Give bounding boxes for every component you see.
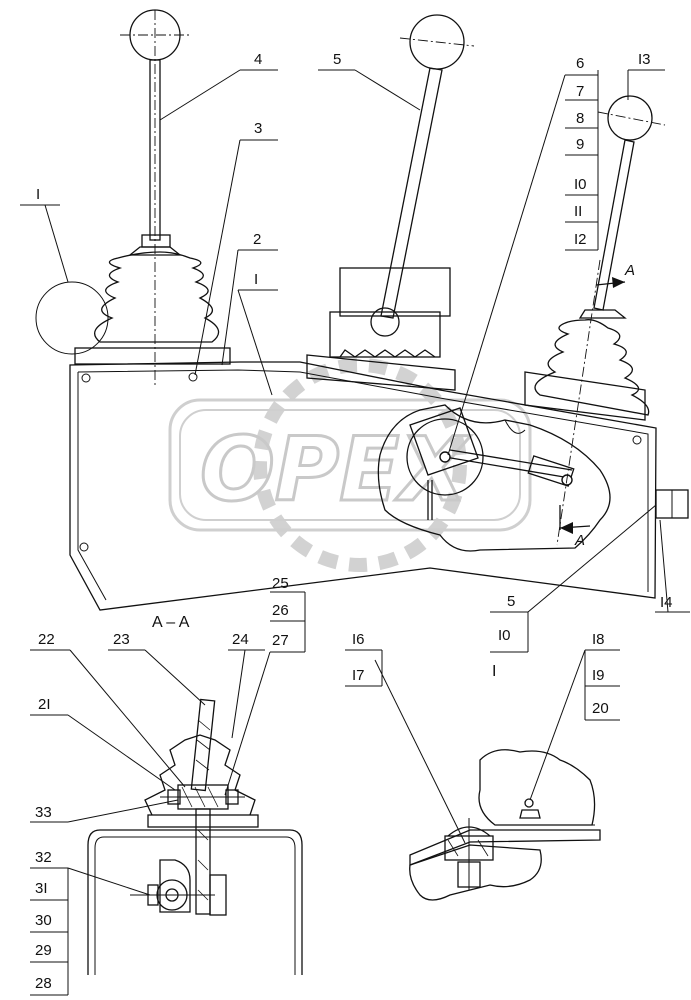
opex-watermark-logo: OPEX (168, 358, 532, 572)
section-arrow-label-top: A (624, 262, 635, 279)
callouts-detail: I6 I7 I8 I9 20 (352, 631, 609, 717)
section-leader-lines (30, 591, 306, 996)
callout-31: 3I (35, 880, 48, 897)
callout-12: I2 (574, 231, 587, 248)
callout-29: 29 (35, 942, 52, 959)
section-a-a: A – A (87, 614, 303, 975)
callout-5: 5 (333, 51, 341, 68)
callout-5-bottom: 5 (507, 593, 515, 610)
callout-10: I0 (574, 176, 587, 193)
callout-28: 28 (35, 975, 52, 992)
detail-i: I (409, 663, 601, 901)
callout-3: 3 (254, 120, 262, 137)
lever-5 (329, 14, 475, 358)
callout-14: I4 (660, 594, 673, 611)
callouts-main: 4 3 2 I I 5 6 7 8 9 I0 II I2 I3 5 I0 I4 (36, 51, 673, 644)
callout-23: 23 (113, 631, 130, 648)
callout-24: 24 (232, 631, 249, 648)
callout-4: 4 (254, 51, 262, 68)
callout-17: I7 (352, 667, 365, 684)
lever-4 (94, 9, 220, 385)
detail-title: I (492, 663, 496, 680)
watermark-text: OPEX (200, 418, 471, 521)
section-arrows: A A (559, 262, 635, 549)
lever-13 (534, 95, 666, 416)
callout-16: I6 (352, 631, 365, 648)
callout-33: 33 (35, 804, 52, 821)
callout-8: 8 (576, 110, 584, 127)
callout-20: 20 (592, 700, 609, 717)
callout-7: 7 (576, 83, 584, 100)
main-housing (69, 347, 689, 611)
callout-13: I3 (638, 51, 651, 68)
callout-32: 32 (35, 849, 52, 866)
callout-25: 25 (272, 575, 289, 592)
callout-6: 6 (576, 55, 584, 72)
callout-i-detail: I (36, 186, 40, 203)
callouts-section: 25 26 27 22 23 24 2I 33 32 3I 30 29 28 (35, 575, 289, 992)
leader-lines (20, 69, 690, 653)
callout-9: 9 (576, 136, 584, 153)
callout-11: II (574, 203, 582, 220)
section-title: A – A (152, 614, 190, 631)
callout-i-body: I (254, 271, 258, 288)
callout-26: 26 (272, 602, 289, 619)
detail-circle-i (35, 281, 109, 355)
callout-10-bottom: I0 (498, 627, 511, 644)
callout-2: 2 (253, 231, 261, 248)
section-arrow-label-bottom: A (574, 532, 585, 549)
callout-27: 27 (272, 632, 289, 649)
callout-30: 30 (35, 912, 52, 929)
callout-18: I8 (592, 631, 605, 648)
callout-19: I9 (592, 667, 605, 684)
detail-leader-lines (345, 649, 620, 844)
callout-22: 22 (38, 631, 55, 648)
callout-21: 2I (38, 696, 51, 713)
